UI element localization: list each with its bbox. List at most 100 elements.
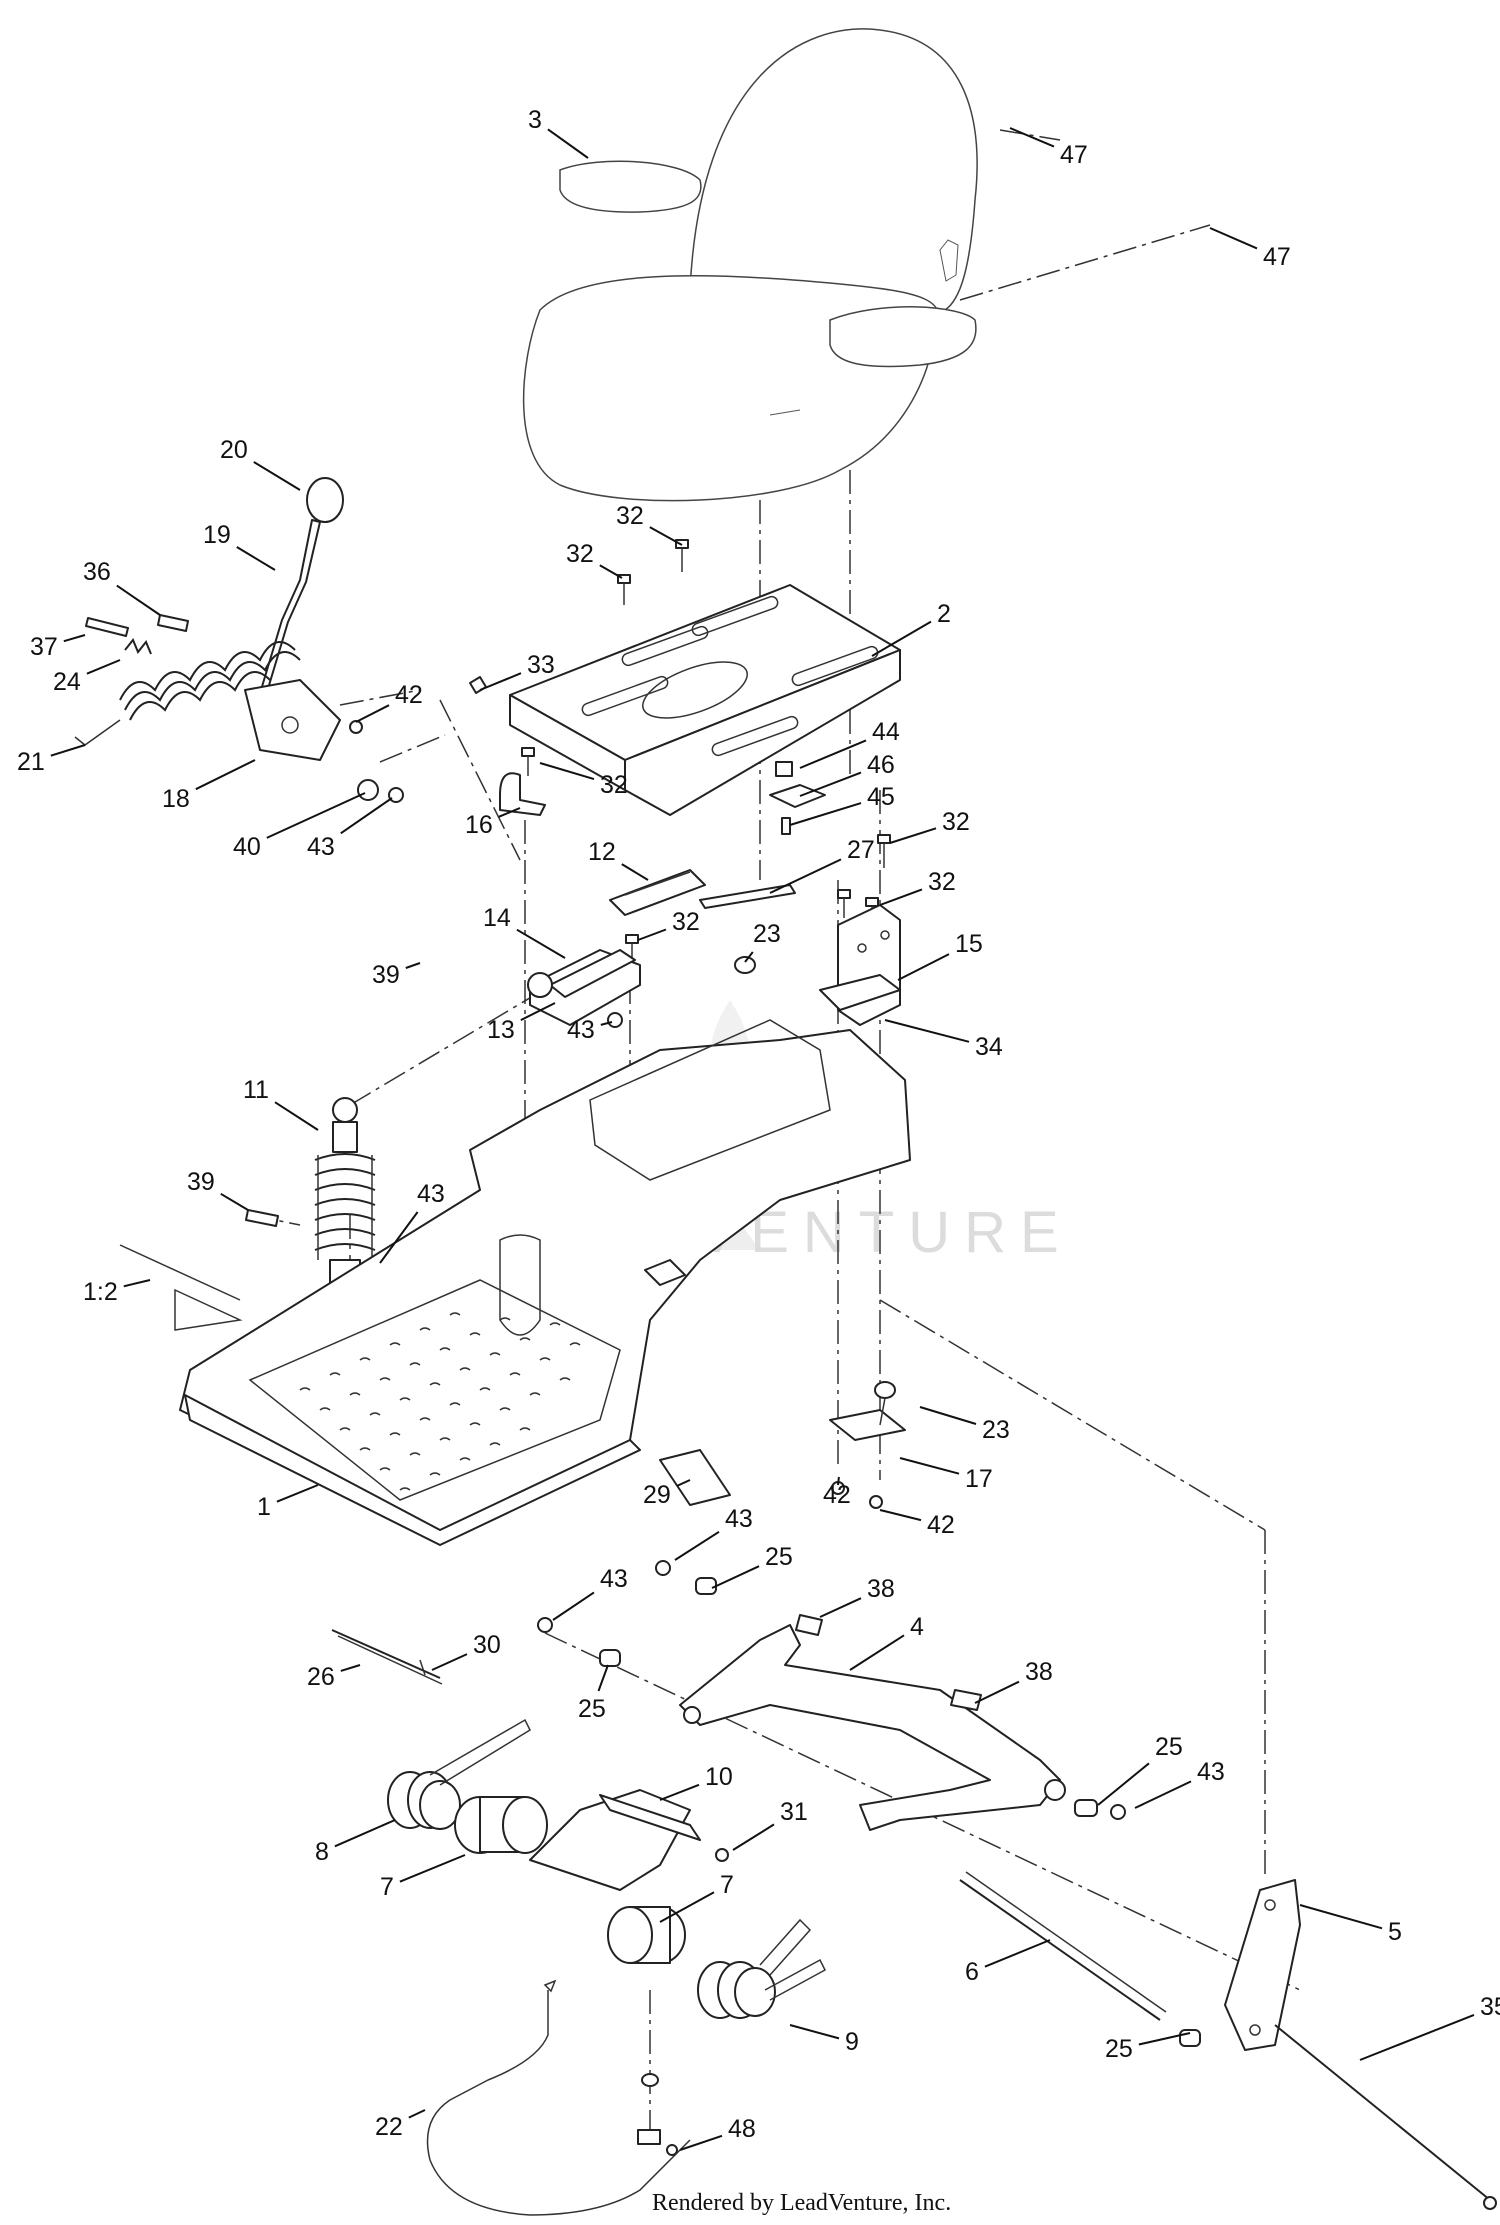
callout-29-41: 29	[643, 1479, 691, 1509]
leader-line	[520, 1002, 556, 1021]
bracket-10	[529, 1789, 729, 1891]
callout-32-6: 32	[616, 502, 683, 546]
leader-line	[253, 461, 301, 491]
leader-line	[799, 739, 867, 769]
seat-plate	[509, 584, 901, 816]
callout-number: 25	[1155, 1733, 1183, 1761]
callout-number: 25	[765, 1543, 793, 1571]
leader-line	[123, 1279, 151, 1288]
leader-line	[552, 1591, 595, 1621]
leader-line	[744, 951, 754, 963]
callout-number: 7	[720, 1871, 734, 1899]
callout-number: 4	[910, 1613, 924, 1641]
callout-43-20: 43	[307, 797, 393, 861]
callout-number: 1:2	[83, 1278, 118, 1306]
leader-line	[837, 1476, 840, 1486]
callout-13-31: 13	[487, 1002, 556, 1044]
callout-34-33: 34	[884, 1019, 1003, 1061]
leader-line	[849, 1634, 905, 1671]
callout-32-25: 32	[879, 868, 956, 906]
leader-line	[884, 1019, 970, 1043]
callout-number: 7	[380, 1873, 394, 1901]
callout-number: 25	[578, 1695, 606, 1723]
callout-1-2-37: 1:2	[83, 1278, 151, 1306]
callout-number: 16	[465, 811, 493, 839]
leader-line	[974, 1680, 1020, 1704]
render-credit: Rendered by LeadVenture, Inc.	[652, 2190, 951, 2216]
callout-number: 11	[243, 1076, 269, 1104]
leader-line	[516, 928, 566, 959]
seat	[522, 28, 978, 502]
leader-line	[600, 1021, 613, 1026]
callout-17-39: 17	[899, 1457, 993, 1493]
callout-number: 8	[315, 1838, 329, 1866]
leader-line	[637, 928, 667, 941]
callout-number: 19	[203, 521, 231, 549]
leader-line	[334, 1819, 396, 1848]
hinge-14	[527, 949, 641, 1028]
callout-number: 43	[1197, 1758, 1225, 1786]
callout-number: 43	[307, 833, 335, 861]
callout-number: 9	[845, 2028, 859, 2056]
callout-number: 10	[705, 1763, 733, 1791]
callout-number: 32	[616, 502, 644, 530]
callout-24-10: 24	[53, 659, 121, 696]
callout-22-65: 22	[375, 2109, 426, 2141]
bracket-15	[819, 904, 901, 1026]
leader-line	[86, 659, 121, 675]
leader-line	[236, 546, 276, 571]
callout-14-26: 14	[483, 904, 566, 959]
leader-line	[379, 1211, 419, 1264]
callout-number: 3	[528, 106, 542, 134]
callout-number: 38	[1025, 1658, 1053, 1686]
callout-46-17: 46	[799, 751, 895, 797]
leader-line	[266, 792, 366, 839]
callout-32-14: 32	[539, 762, 628, 799]
callout-number: 35	[1480, 1993, 1500, 2021]
leader-line	[340, 1664, 361, 1672]
leader-line	[1097, 1762, 1150, 1806]
rod-6	[959, 1871, 1167, 2021]
leader-line	[769, 858, 842, 894]
leader-line	[676, 1479, 691, 1487]
callout-31-57: 31	[732, 1798, 808, 1851]
callout-37-9: 37	[30, 633, 86, 661]
callout-5-60: 5	[1299, 1904, 1402, 1946]
callout-38-47: 38	[819, 1575, 895, 1618]
callout-number: 24	[53, 668, 81, 696]
callout-number: 23	[753, 920, 781, 948]
leader-line	[547, 128, 589, 159]
callout-number: 25	[1105, 2035, 1133, 2063]
callout-25-51: 25	[578, 1664, 609, 1723]
callout-number: 20	[220, 436, 248, 464]
leader-line	[599, 564, 623, 579]
callout-number: 2	[937, 600, 951, 628]
callout-number: 6	[965, 1958, 979, 1986]
callout-18-16: 18	[162, 759, 256, 813]
leader-line	[274, 1101, 319, 1131]
callout-43-32: 43	[567, 1016, 613, 1044]
torsion-springs	[387, 1718, 826, 2019]
callout-44-15: 44	[799, 718, 900, 769]
bracket-5	[1224, 1879, 1497, 2210]
callout-number: 32	[672, 908, 700, 936]
callout-12-23: 12	[588, 838, 649, 881]
callout-number: 43	[600, 1565, 628, 1593]
callout-43-46: 43	[552, 1565, 628, 1621]
callout-number: 42	[927, 1511, 955, 1539]
callout-15-29: 15	[897, 930, 983, 981]
callout-number: 13	[487, 1016, 515, 1044]
callout-25-53: 25	[1097, 1733, 1183, 1806]
leader-line	[1359, 2013, 1475, 2061]
leader-line	[711, 1565, 760, 1589]
callout-number: 12	[588, 838, 616, 866]
callout-36-5: 36	[83, 558, 161, 616]
callout-42-42: 42	[823, 1476, 851, 1509]
leader-line	[889, 827, 937, 844]
callout-16-18: 16	[465, 807, 521, 839]
callout-42-12: 42	[355, 681, 423, 723]
leader-line	[116, 584, 161, 616]
leader-line	[276, 1484, 319, 1503]
callout-number: 23	[982, 1416, 1010, 1444]
